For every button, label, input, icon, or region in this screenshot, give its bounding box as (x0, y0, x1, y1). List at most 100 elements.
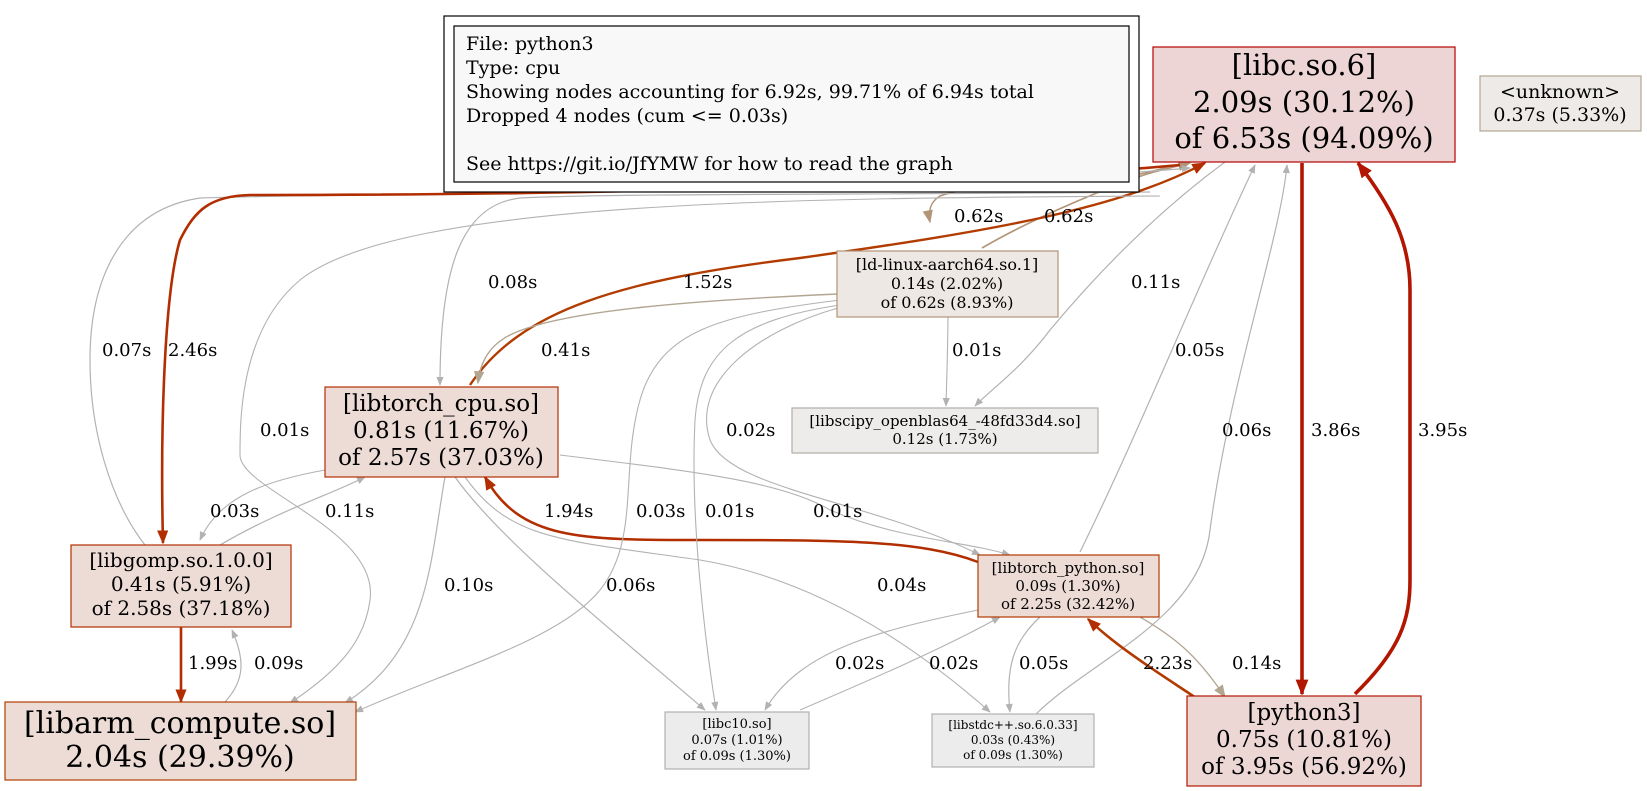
edge-ldlinux-to-libscipy (942, 311, 950, 407)
node-box (664, 711, 810, 770)
edge-label: 0.62s (1044, 206, 1093, 227)
node-libc10[interactable]: [libc10.so] 0.07s (1.01%) of 0.09s (1.30… (664, 711, 810, 770)
edge-label: 2.23s (1143, 653, 1192, 674)
edge-label: 3.86s (1311, 420, 1360, 441)
edge-label: 1.52s (683, 272, 732, 293)
node-label: [python3] (1247, 700, 1360, 726)
edge-libtorchcpu-to-libc10 (454, 476, 706, 711)
node-box (1186, 695, 1422, 787)
edge-libtorchcpu-to-libtorchpython (559, 454, 1011, 557)
edge-libgomp-to-libtorchcpu (219, 476, 366, 546)
node-box (977, 554, 1160, 618)
edge-label: 0.06s (1222, 420, 1271, 441)
node-libtorch-cpu[interactable]: [libtorch_cpu.so] 0.81s (11.67%) of 2.57… (324, 386, 559, 478)
node-libgomp[interactable]: [libgomp.so.1.0.0] 0.41s (5.91%) of 2.58… (70, 544, 292, 628)
node-unknown[interactable]: <unknown> 0.37s (5.33%) (1479, 75, 1642, 132)
edge-ldlinux-to-libtorchpython (706, 307, 981, 556)
node-label: [libstdc++.so.6.0.33] (948, 718, 1077, 732)
edge-label: 0.10s (444, 575, 493, 596)
edge-label: 0.01s (952, 340, 1001, 361)
edge-libtorchcpu-to-libstdcpp (464, 476, 991, 713)
node-box (791, 407, 1099, 454)
node-flat: 0.14s (2.02%) (891, 274, 1003, 293)
node-box (836, 250, 1059, 318)
edges (89, 160, 1412, 716)
node-libscipy[interactable]: [libscipy_openblas64_-48fd33d4.so] 0.12s… (791, 407, 1099, 454)
node-flat: 0.03s (0.43%) (971, 733, 1055, 747)
edge-libtorchpython-to-libtorchcpu (483, 475, 979, 564)
node-flat: 0.81s (11.67%) (353, 418, 529, 444)
edge-label: 0.11s (325, 501, 374, 522)
legend-line: File: python3 (466, 33, 594, 55)
edge-label: 3.95s (1418, 420, 1467, 441)
node-label: [libtorch_python.so] (992, 559, 1145, 577)
edge-label: 0.01s (705, 501, 754, 522)
edge-libtorchpython-to-libc10 (764, 609, 979, 711)
edge-ldlinux-to-libarm (354, 299, 841, 713)
edge-labels: 0.62s 0.62s 0.08s 1.52s 0.11s 0.07s 2.46… (102, 206, 1467, 674)
node-flat: 2.09s (30.12%) (1193, 85, 1415, 119)
edge-label: 0.05s (1019, 653, 1068, 674)
edge-label: 0.07s (102, 340, 151, 361)
node-box (1152, 46, 1456, 163)
legend-line: Showing nodes accounting for 6.92s, 99.7… (466, 81, 1034, 103)
edge-label: 0.08s (488, 272, 537, 293)
edge-label: 0.01s (260, 420, 309, 441)
node-libc[interactable]: [libc.so.6] 2.09s (30.12%) of 6.53s (94.… (1152, 46, 1456, 163)
node-ldlinux[interactable]: [ld-linux-aarch64.so.1] 0.14s (2.02%) of… (836, 250, 1059, 318)
node-cum: of 0.09s (1.30%) (963, 748, 1063, 762)
node-label: [libscipy_openblas64_-48fd33d4.so] (809, 412, 1080, 430)
node-cum: of 3.95s (56.92%) (1201, 754, 1407, 780)
edge-libc10-to-libtorchpython (799, 616, 1001, 711)
edge-libtorchpython-to-python3 (1139, 616, 1226, 699)
node-box (4, 701, 357, 781)
node-flat: 0.09s (1.30%) (1015, 577, 1120, 595)
node-libarm-compute[interactable]: [libarm_compute.so] 2.04s (29.39%) (4, 701, 357, 781)
edge-libc-to-libtorchcpu (436, 191, 1151, 386)
legend-box: File: python3 Type: cpu Showing nodes ac… (443, 15, 1140, 193)
node-label: [libc.so.6] (1232, 48, 1377, 82)
edge-label: 0.14s (1232, 653, 1281, 674)
edge-label: 0.41s (541, 340, 590, 361)
node-label: <unknown> (1500, 81, 1620, 103)
edge-libc-to-libscipy (974, 161, 1226, 407)
edge-label: 0.03s (210, 501, 259, 522)
edge-label: 0.62s (954, 206, 1003, 227)
node-flat: 0.12s (1.73%) (892, 430, 997, 448)
edge-label: 0.06s (606, 575, 655, 596)
node-cum: of 2.25s (32.42%) (1001, 595, 1135, 613)
node-label: [libgomp.so.1.0.0] (89, 548, 272, 572)
node-label: [libc10.so] (702, 717, 771, 732)
node-flat: 0.07s (1.01%) (691, 733, 782, 748)
node-box (931, 713, 1095, 768)
edge-libtorchcpu-to-libgomp (199, 469, 326, 541)
node-flat: 0.37s (5.33%) (1493, 104, 1626, 126)
node-libtorch-python[interactable]: [libtorch_python.so] 0.09s (1.30%) of 2.… (977, 554, 1160, 618)
edge-label: 0.02s (726, 420, 775, 441)
node-python3[interactable]: [python3] 0.75s (10.81%) of 3.95s (56.92… (1186, 695, 1422, 787)
node-box (70, 544, 292, 628)
edge-label: 0.03s (636, 501, 685, 522)
node-label: [libtorch_cpu.so] (343, 391, 539, 417)
edge-label: 2.46s (168, 340, 217, 361)
edge-label: 0.01s (813, 501, 862, 522)
edge-libstdcpp-to-libc (1034, 164, 1290, 716)
node-libstdcpp[interactable]: [libstdc++.so.6.0.33] 0.03s (0.43%) of 0… (931, 713, 1095, 768)
node-cum: of 0.09s (1.30%) (683, 749, 791, 764)
edge-label: 0.02s (929, 653, 978, 674)
legend-line: Dropped 4 nodes (cum <= 0.03s) (466, 105, 788, 127)
node-box (1479, 75, 1642, 132)
edge-libtorchpython-to-libc (1079, 164, 1256, 553)
edge-label: 0.09s (254, 653, 303, 674)
edge-label: 0.05s (1175, 340, 1224, 361)
node-label: [libarm_compute.so] (24, 706, 336, 741)
edge-label: 0.11s (1131, 272, 1180, 293)
node-flat: 2.04s (29.39%) (65, 740, 295, 775)
edge-ldlinux-to-libtorchcpu (473, 293, 839, 385)
edge-libarm-to-libgomp (224, 629, 242, 703)
edge-python3-to-libc (1353, 161, 1412, 696)
edge-libc-to-libarm (239, 195, 1161, 704)
edge-libtorchpython-to-libstdcpp (1005, 616, 1041, 713)
node-flat: 0.41s (5.91%) (111, 572, 251, 596)
